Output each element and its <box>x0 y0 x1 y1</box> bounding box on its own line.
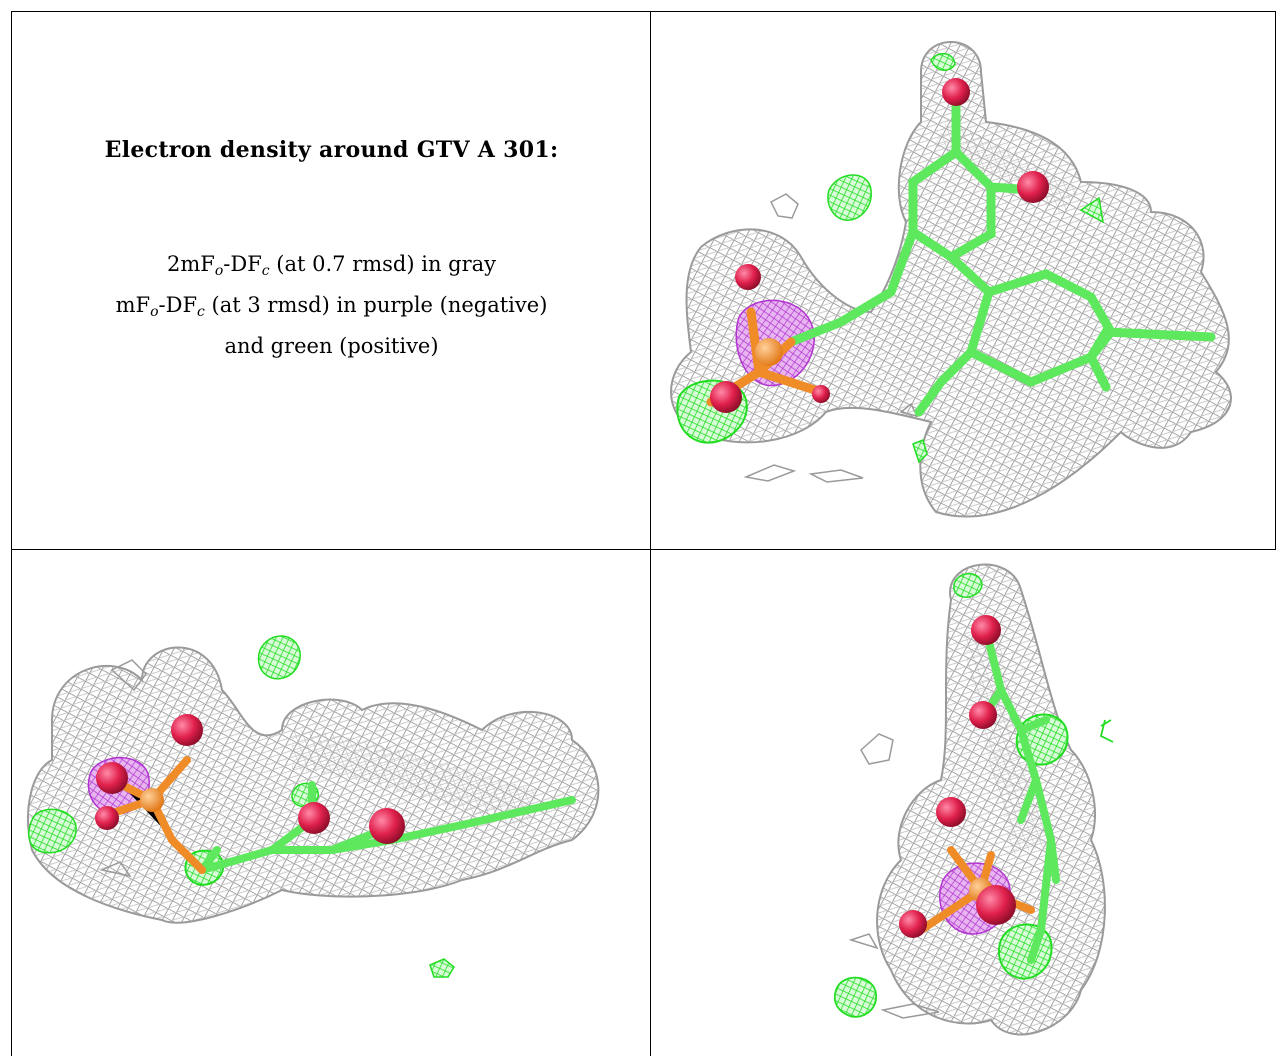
mesh-fragment <box>848 733 940 1019</box>
positive-density <box>28 808 77 854</box>
positive-density <box>429 958 455 978</box>
oxygen-atom <box>969 701 997 729</box>
oxygen-atom <box>1017 171 1049 203</box>
oxygen-atom <box>899 910 927 938</box>
phosphorus-atom <box>755 338 783 366</box>
oxygen-atom <box>976 885 1016 925</box>
density-render-1 <box>670 41 1232 518</box>
positive-density <box>1079 196 1104 224</box>
caption-description: 2mFo-DFc (at 0.7 rmsd) in gray mFo-DFc (… <box>12 247 651 363</box>
caption-line-positive: and green (positive) <box>224 334 439 358</box>
carbon-sticks <box>786 102 1216 417</box>
oxygen-atom <box>298 802 330 834</box>
oxygen-atom <box>936 797 966 827</box>
caption-line-2fofc: 2mFo-DFc (at 0.7 rmsd) in gray <box>166 252 497 279</box>
density-view-3 <box>651 550 1276 1056</box>
caption-line-fofc: mFo-DFc (at 3 rmsd) in purple (negative) <box>115 293 548 320</box>
density-render-3 <box>833 563 1114 1036</box>
density-render-2 <box>27 635 600 978</box>
positive-density <box>827 174 872 221</box>
oxygen-atom <box>95 806 119 830</box>
oxygen-atom <box>942 78 970 106</box>
caption-title: Electron density around GTV A 301: <box>104 137 559 163</box>
oxygen-atom <box>710 381 742 413</box>
density-view-2 <box>12 550 651 1056</box>
density-view-1 <box>651 12 1276 550</box>
figure-table: Electron density around GTV A 301: 2mFo-… <box>11 11 1276 1056</box>
mesh-envelope <box>670 41 1232 518</box>
mesh-fragment <box>743 193 919 483</box>
oxygen-atom <box>735 264 761 290</box>
oxygen-atom <box>171 714 203 746</box>
positive-density <box>257 635 301 680</box>
positive-density <box>930 52 956 71</box>
caption-cell: Electron density around GTV A 301: 2mFo-… <box>12 12 651 550</box>
oxygen-atom <box>96 762 128 794</box>
positive-density <box>953 572 983 598</box>
oxygen-atom <box>369 808 405 844</box>
positive-density <box>1099 719 1114 743</box>
positive-density <box>912 438 928 464</box>
positive-density <box>833 976 877 1018</box>
oxygen-atom <box>971 615 1001 645</box>
phosphorus-atom <box>140 788 164 812</box>
oxygen-atom <box>812 385 830 403</box>
phosphate-bond <box>917 846 1035 934</box>
carbon-sticks <box>977 626 1060 964</box>
